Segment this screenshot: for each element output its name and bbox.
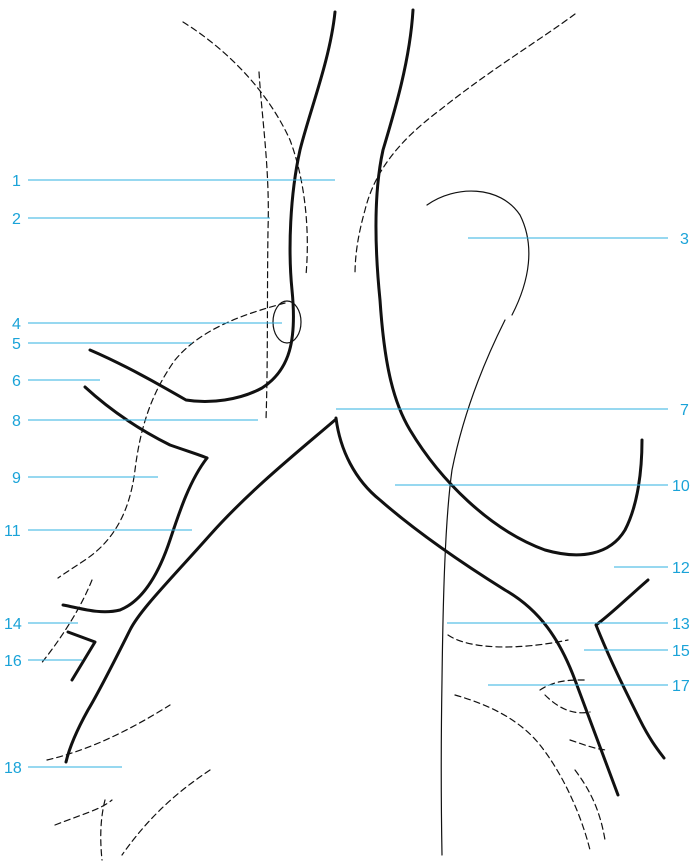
arch-curve bbox=[427, 191, 529, 315]
dashed-contour-lower-left-1 bbox=[47, 705, 170, 760]
label-16: 16 bbox=[4, 653, 22, 670]
dashed-contour-right-lower-6 bbox=[575, 770, 605, 840]
dashed-contour-lower-left-3 bbox=[101, 800, 105, 860]
leader-lines bbox=[28, 180, 668, 767]
left-upper-bronchus-wall bbox=[85, 387, 207, 458]
label-13: 13 bbox=[672, 616, 690, 633]
carina-left-bronchus bbox=[66, 420, 335, 762]
dashed-contour-lower-left-2 bbox=[55, 800, 112, 825]
label-14: 14 bbox=[4, 616, 22, 633]
right-main-bronchus bbox=[336, 418, 618, 795]
number-labels: 1 2 3 4 5 6 7 8 9 10 11 12 13 14 15 16 1… bbox=[4, 173, 690, 777]
dashed-contour-upper-left bbox=[183, 22, 307, 275]
dashed-contour-vertical bbox=[259, 72, 268, 420]
label-7: 7 bbox=[680, 402, 689, 419]
dashed-contour-upper-right bbox=[355, 14, 575, 275]
label-5: 5 bbox=[12, 336, 21, 353]
dashed-contour-right-lower-1 bbox=[448, 635, 568, 647]
label-8: 8 bbox=[12, 413, 21, 430]
label-1: 1 bbox=[12, 173, 21, 190]
outlines bbox=[40, 10, 664, 860]
label-2: 2 bbox=[12, 211, 21, 228]
dashed-contour-right-lower-5 bbox=[570, 740, 608, 750]
label-4: 4 bbox=[12, 316, 21, 333]
label-18: 18 bbox=[4, 760, 22, 777]
label-10: 10 bbox=[672, 478, 690, 495]
small-ring bbox=[273, 301, 301, 343]
label-12: 12 bbox=[672, 560, 690, 577]
dashed-contour-lower-left-4 bbox=[122, 770, 210, 855]
dashed-contour-right-lower-2 bbox=[455, 695, 590, 850]
label-11: 11 bbox=[4, 523, 21, 540]
left-segment-short bbox=[68, 632, 95, 680]
left-lower-bronchus-wall bbox=[63, 458, 207, 612]
trachea-right-wall bbox=[376, 10, 642, 555]
right-lower-branch bbox=[596, 580, 664, 758]
descending-thin-line bbox=[441, 320, 505, 855]
label-15: 15 bbox=[672, 643, 690, 660]
label-9: 9 bbox=[12, 470, 21, 487]
label-6: 6 bbox=[12, 373, 21, 390]
label-17: 17 bbox=[672, 678, 690, 695]
label-3: 3 bbox=[680, 231, 689, 248]
